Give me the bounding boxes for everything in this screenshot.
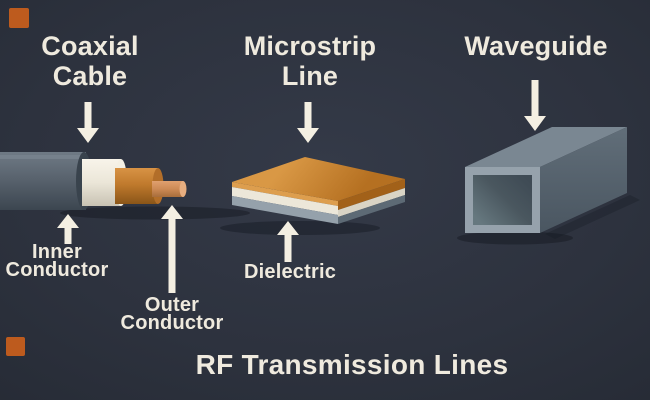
coax-center-pin	[152, 181, 183, 197]
dielectric-label: Dielectric	[243, 261, 337, 283]
waveguide-shadow-tail	[545, 195, 640, 239]
waveguide-top-face	[465, 127, 627, 167]
callout-arrows	[57, 80, 546, 293]
corner-accent-bottom-left	[6, 337, 25, 356]
coaxial-cable-label: Coaxial Cable	[41, 31, 139, 91]
corner-accent-top-left	[9, 8, 29, 28]
coax-pin-tip	[179, 181, 187, 197]
waveguide-down-arrow-icon	[524, 80, 546, 131]
coax-shadow	[60, 206, 250, 220]
microstrip-right-copper-edge	[338, 179, 405, 210]
microstrip-shadow	[220, 221, 380, 235]
waveguide-label: Waveguide	[464, 31, 608, 61]
microstrip-top-face	[232, 157, 405, 201]
dielectric-up-arrow-icon	[277, 221, 299, 262]
microstrip-left-substrate-edge	[232, 187, 338, 215]
microstrip-left-copper-edge	[232, 182, 338, 206]
microstrip-down-arrow-icon	[297, 102, 319, 143]
diagram-title: RF Transmission Lines	[195, 349, 509, 380]
inner-conductor-label: Inner Conductor	[5, 241, 109, 281]
coax-outer-jacket	[0, 152, 86, 210]
coax-jacket-highlight	[0, 155, 84, 159]
microstrip-right-ground-edge	[338, 195, 405, 224]
coaxial-down-arrow-icon	[77, 102, 99, 143]
outer-conductor-up-arrow-icon	[161, 205, 183, 293]
microstrip-illustration	[220, 157, 405, 235]
waveguide-side-face	[540, 127, 627, 233]
waveguide-illustration	[457, 127, 640, 245]
inner-conductor-up-arrow-icon	[57, 214, 79, 244]
outer-conductor-label: Outer Conductor	[120, 294, 224, 334]
microstrip-line-label: Microstrip Line	[243, 31, 377, 91]
waveguide-opening	[473, 175, 532, 225]
coaxial-cable-illustration	[0, 152, 250, 220]
coax-dielectric-layer	[82, 159, 121, 206]
coax-shield-layer	[115, 168, 158, 204]
waveguide-shadow	[457, 231, 573, 245]
microstrip-right-substrate-edge	[338, 188, 405, 217]
microstrip-left-ground-edge	[232, 196, 338, 224]
